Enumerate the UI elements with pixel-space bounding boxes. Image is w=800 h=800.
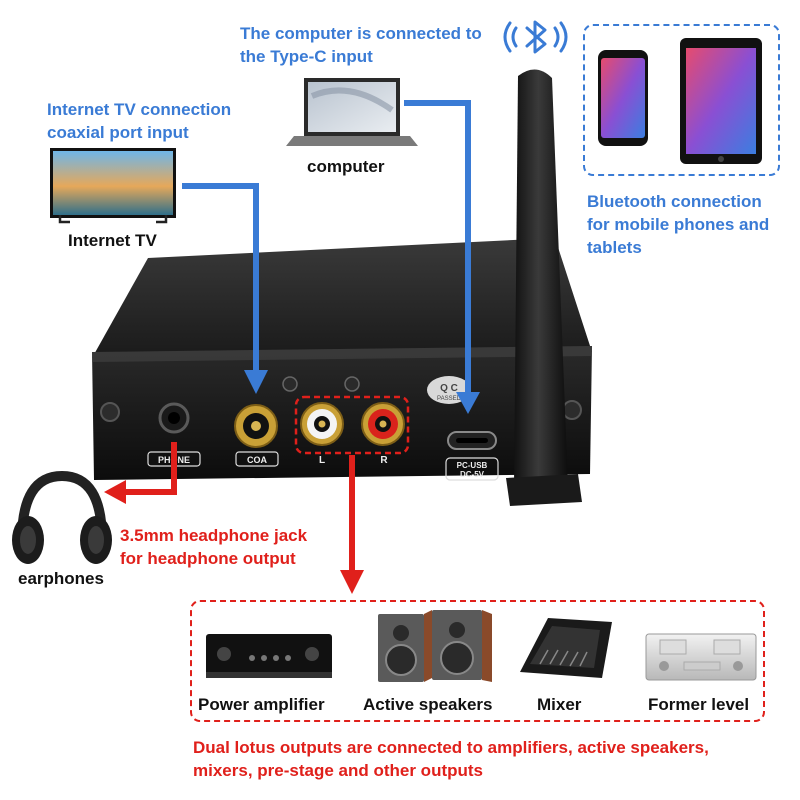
coa-port-label: COA (247, 455, 268, 465)
active-speakers-icon (378, 610, 492, 682)
mixer-icon (520, 618, 612, 678)
tv-caption: Internet TV connection coaxial port inpu… (47, 100, 232, 142)
headphones-icon (12, 470, 112, 564)
tv-label: Internet TV (68, 231, 157, 250)
bluetooth-icon (503, 20, 568, 54)
qc-label-line1: Q C (440, 383, 458, 394)
coaxial-port (234, 404, 278, 448)
phone-jack (158, 402, 190, 434)
usb-c-port (447, 431, 497, 450)
usb-port-label-line2: DC-5V (460, 470, 485, 479)
computer-label: computer (307, 157, 385, 176)
left-port-label: L (319, 455, 325, 466)
computer-caption: The computer is connected to the Type-C … (240, 24, 482, 66)
screw-icon (562, 400, 582, 420)
tv-icon (50, 148, 176, 224)
rca-output-arrow (340, 455, 364, 594)
usb-connection-arrow (404, 100, 480, 414)
output-label-power-amplifier: Power amplifier (198, 695, 325, 714)
output-label-mixer: Mixer (537, 695, 582, 714)
pre-amplifier-icon (645, 633, 757, 681)
output-label-former-level: Former level (648, 695, 750, 714)
phone-icon (598, 50, 648, 146)
screw-icon (100, 402, 120, 422)
bluetooth-devices-box (583, 24, 780, 176)
bluetooth-caption: Bluetooth connection for mobile phones a… (587, 192, 770, 257)
usb-port-label-line1: PC-USB (457, 461, 488, 470)
right-port-label: R (380, 455, 388, 466)
earphones-label: earphones (18, 569, 104, 588)
bluetooth-antenna (506, 69, 582, 506)
headphone-caption: 3.5mm headphone jack for headphone outpu… (120, 526, 308, 568)
qc-label-line2: PASSED (437, 396, 462, 402)
coaxial-connection-arrow (182, 183, 268, 394)
tablet-icon (680, 38, 762, 164)
output-label-active-speakers: Active speakers (363, 695, 493, 714)
outputs-caption: Dual lotus outputs are connected to ampl… (193, 738, 709, 780)
rca-right-port (361, 402, 405, 446)
rca-left-port (300, 402, 344, 446)
power-amplifier-icon (206, 634, 332, 678)
laptop-icon (286, 78, 418, 146)
headphone-connection-arrow (104, 442, 177, 504)
outputs-box (190, 600, 765, 722)
